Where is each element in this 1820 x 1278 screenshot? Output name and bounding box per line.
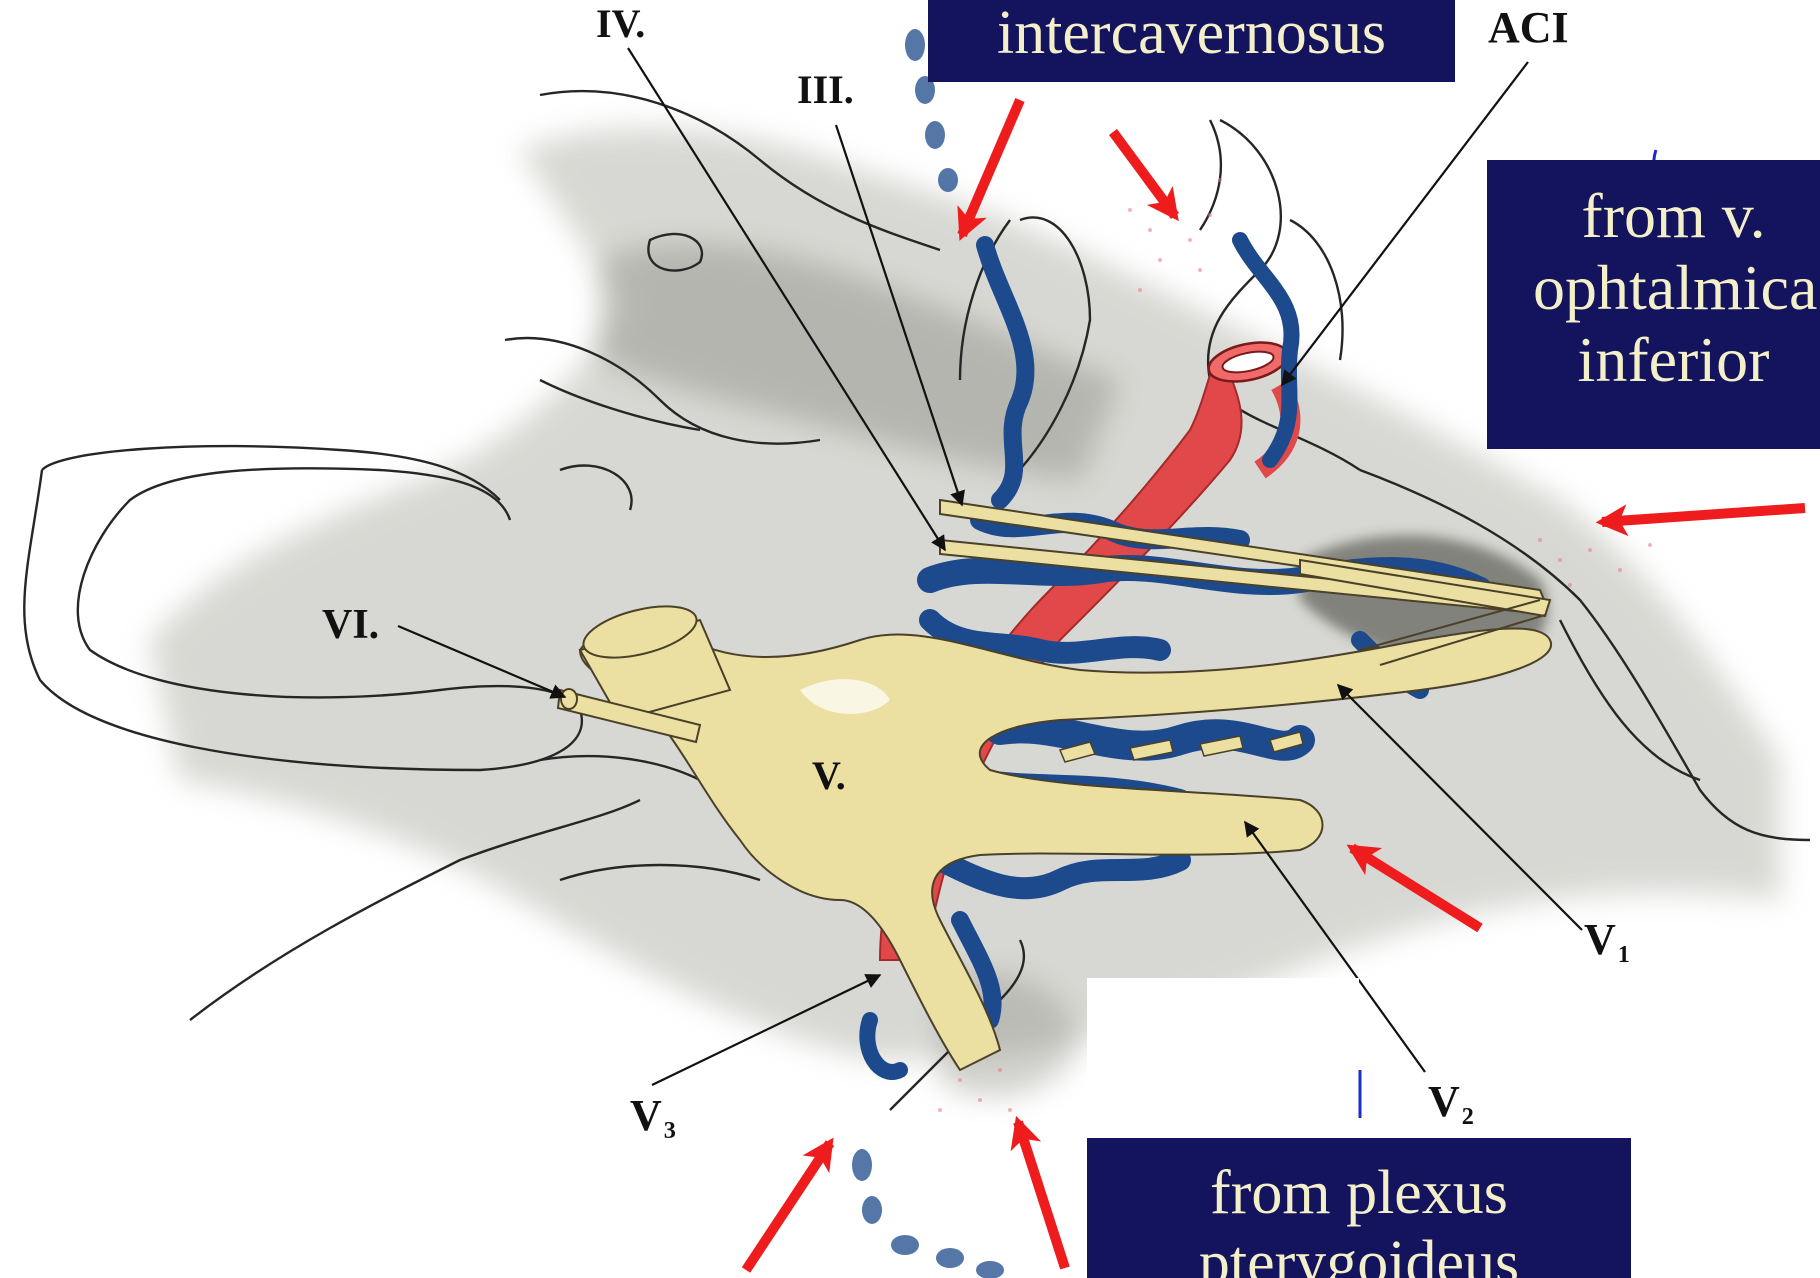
- callout-pterygoid-plexus: from plexus pterygoideus: [1087, 1138, 1631, 1278]
- callout-ophthalmic-line3: inferior: [1527, 324, 1820, 396]
- label-v2-main: V: [1428, 1077, 1460, 1126]
- label-trigeminal-ganglion: V.: [812, 756, 846, 796]
- callout-ophthalmic-line2: ophtalmica: [1527, 252, 1820, 324]
- label-v3-main: V: [630, 1091, 662, 1140]
- label-cranial-nerve-iii: III.: [797, 70, 854, 110]
- label-v3: V3: [630, 1094, 676, 1144]
- white-patch: [1087, 978, 1359, 1138]
- label-v1: V1: [1584, 918, 1630, 968]
- label-cranial-nerve-iv: IV.: [596, 4, 645, 44]
- callout-pterygoid-line2: pterygoideus: [1087, 1228, 1631, 1278]
- label-v1-sub: 1: [1618, 941, 1630, 968]
- label-v2: V2: [1428, 1080, 1474, 1130]
- label-v2-sub: 2: [1462, 1103, 1474, 1130]
- dotted-vein-bottom: [852, 1149, 1004, 1278]
- callout-intercavernosus: intercavernosus: [928, 0, 1455, 82]
- callout-pterygoid-line1: from plexus: [1087, 1158, 1631, 1228]
- label-v3-sub: 3: [664, 1117, 676, 1144]
- callout-ophthalmic-vein: from v. ophtalmica inferior: [1487, 160, 1820, 449]
- label-aci: ACI: [1488, 6, 1569, 50]
- callout-ophthalmic-line1: from v.: [1527, 180, 1820, 252]
- label-v1-main: V: [1584, 915, 1616, 964]
- label-cranial-nerve-vi: VI.: [322, 604, 379, 646]
